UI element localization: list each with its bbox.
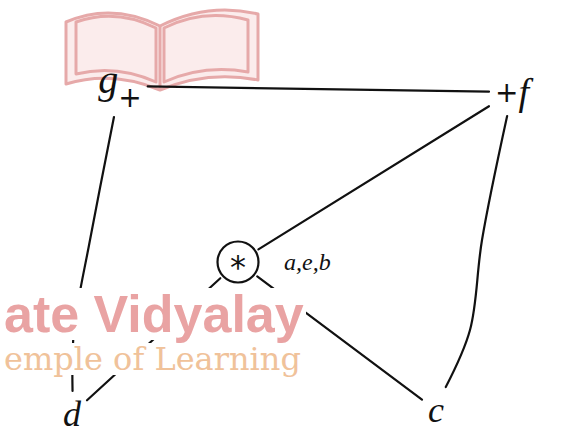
multiply-operator-circle: *a,e,b bbox=[216, 240, 260, 284]
watermark-text: emple of Learning bbox=[2, 343, 303, 375]
identifier-label: f bbox=[518, 73, 529, 111]
plus-operator-node: +f bbox=[492, 71, 532, 113]
identifier-label: d bbox=[63, 396, 81, 432]
circle-border bbox=[218, 242, 259, 283]
leaf-node: d bbox=[60, 394, 84, 434]
watermark-text: ate Vidyalay bbox=[2, 288, 306, 340]
identifier-list: a,e,b bbox=[284, 250, 331, 274]
identifier-label: g bbox=[98, 60, 118, 100]
identifier-label: c bbox=[428, 392, 444, 428]
operator-symbol: * bbox=[230, 251, 246, 283]
book-spine bbox=[159, 26, 162, 90]
connector-line bbox=[446, 116, 507, 387]
connector-line bbox=[148, 86, 489, 91]
connector-line bbox=[258, 106, 489, 249]
book-right-page bbox=[164, 16, 248, 83]
plus-operator-node: g+ bbox=[95, 58, 144, 114]
operator-symbol: + bbox=[118, 84, 141, 112]
book-watermark bbox=[66, 10, 258, 90]
book-cover bbox=[66, 10, 258, 90]
leaf-node: c bbox=[425, 390, 447, 430]
operator-symbol: + bbox=[495, 79, 518, 107]
